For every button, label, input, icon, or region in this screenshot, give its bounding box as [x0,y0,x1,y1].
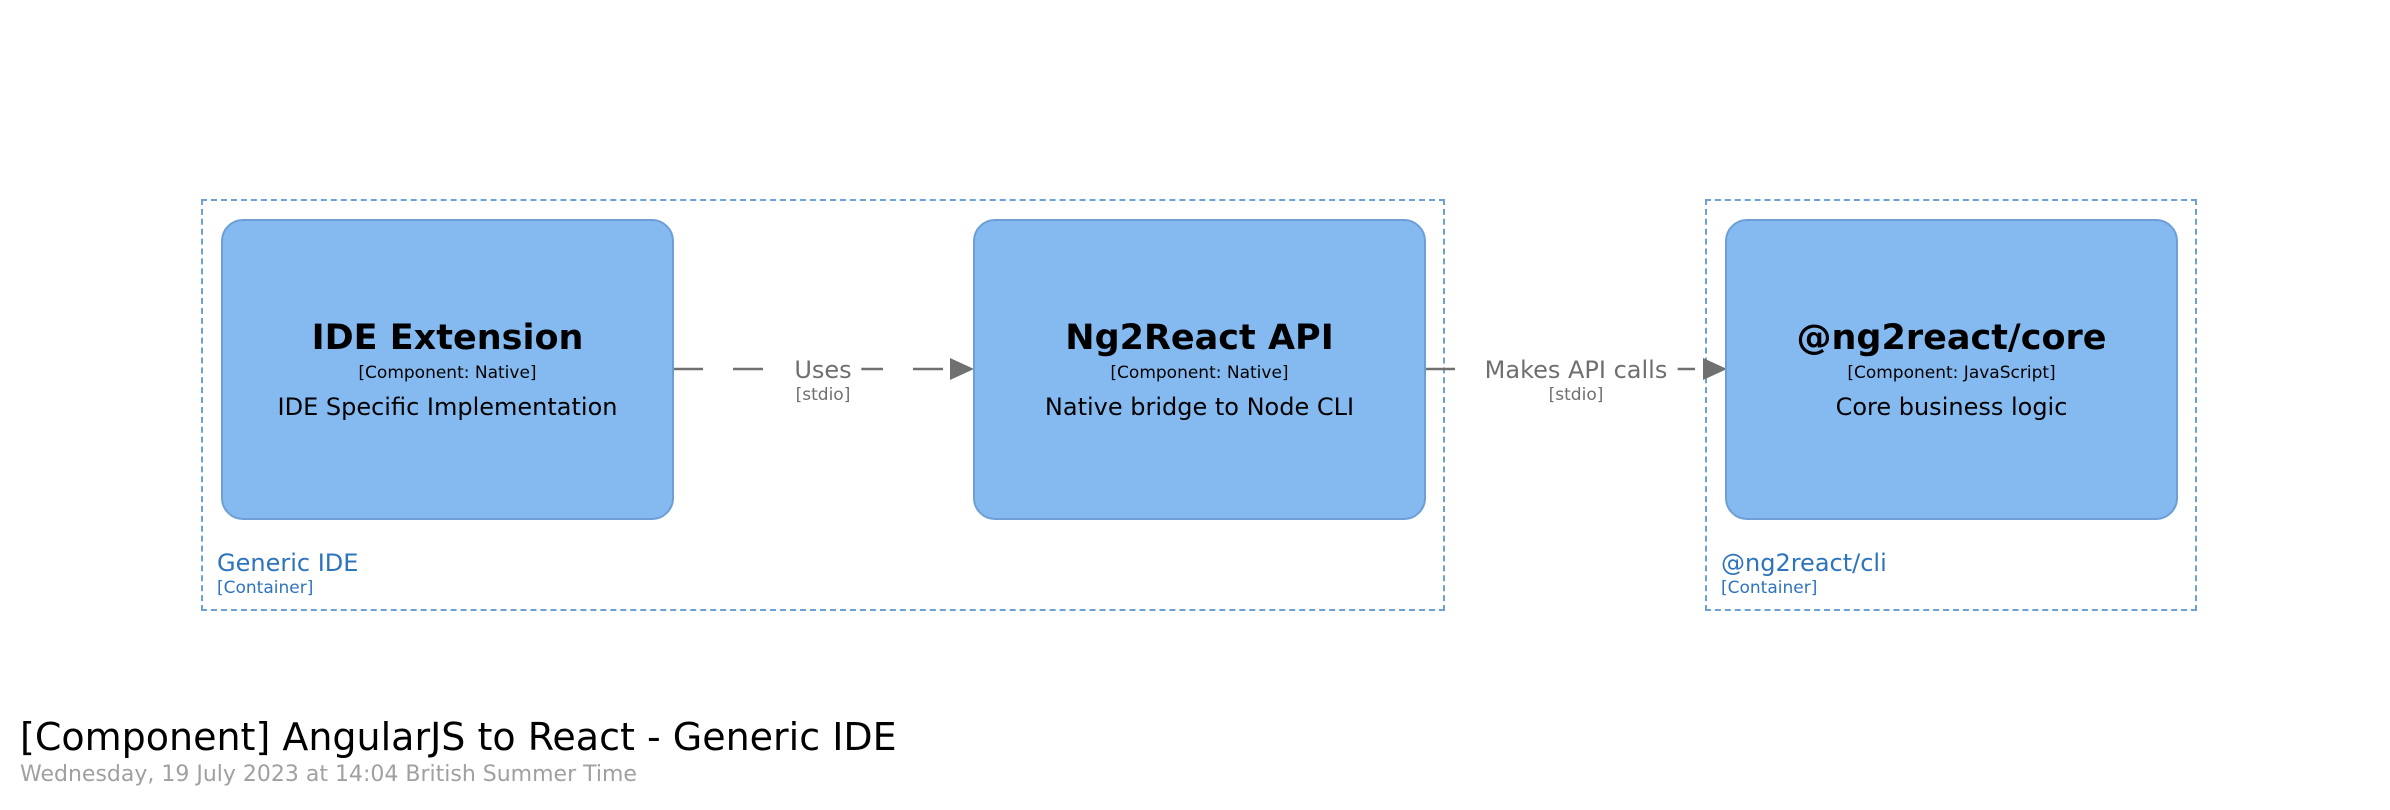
component-ng2react-api[interactable]: Ng2React API [Component: Native] Native … [973,219,1426,520]
component-title: IDE Extension [311,317,584,358]
edge-label-text: Uses [794,356,852,384]
edge-label-technology: [stdio] [1548,385,1604,405]
edge-api-calls-label: Makes API calls [stdio] [1474,356,1678,406]
component-description: Native bridge to Node CLI [1044,392,1355,421]
edge-uses-label: Uses [stdio] [784,356,862,406]
edge-api-calls-arrowhead [1703,358,1727,380]
boundary-name: @ng2react/cli [1721,549,1887,577]
boundary-generic-ide-label: Generic IDE [Container] [217,549,358,599]
component-type: [Component: JavaScript] [1847,362,2056,383]
edge-label-technology: [stdio] [795,385,851,405]
component-title: Ng2React API [1065,317,1334,358]
component-type: [Component: Native] [1110,362,1289,383]
component-ide-extension[interactable]: IDE Extension [Component: Native] IDE Sp… [221,219,674,520]
boundary-type: [Container] [217,578,314,598]
component-description: IDE Specific Implementation [277,392,618,421]
edge-label-text: Makes API calls [1484,356,1668,384]
component-description: Core business logic [1835,392,2068,421]
boundary-ng2react-cli-label: @ng2react/cli [Container] [1721,549,1887,599]
edge-uses-arrowhead [950,358,974,380]
boundary-ng2react-cli [1705,199,2197,611]
boundary-name: Generic IDE [217,549,359,577]
diagram-title: [Component] AngularJS to React - Generic… [20,715,897,759]
diagram-subtitle: Wednesday, 19 July 2023 at 14:04 British… [20,762,637,787]
component-title: @ng2react/core [1796,317,2107,358]
boundary-type: [Container] [1721,578,1818,598]
component-type: [Component: Native] [358,362,537,383]
boundary-generic-ide [201,199,1445,611]
component-ng2react-core[interactable]: @ng2react/core [Component: JavaScript] C… [1725,219,2178,520]
